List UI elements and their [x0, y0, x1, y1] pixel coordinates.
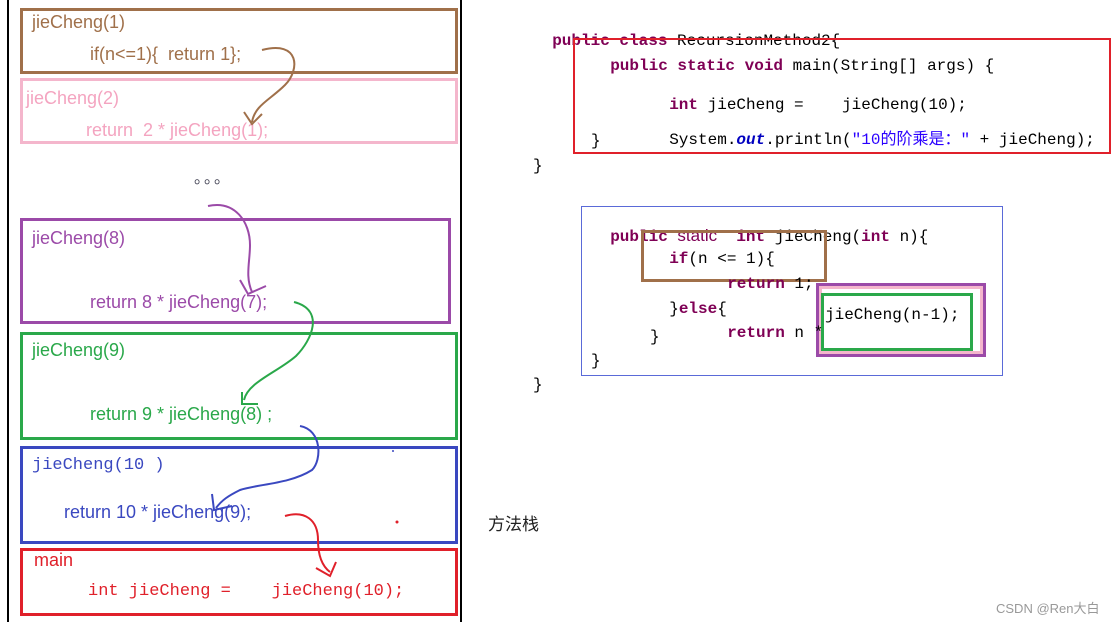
main-method-box [573, 38, 1111, 154]
stack-frame-jiecheng-2 [20, 78, 458, 144]
jiecheng-method-box [581, 206, 1003, 376]
method-param: n){ [899, 228, 929, 246]
frame-header: jieCheng(9) [32, 340, 126, 360]
method-close-brace: } [591, 352, 601, 370]
stack-frame-jiecheng-9 [20, 332, 458, 440]
keyword: return [727, 275, 785, 293]
class-declaration: public class RecursionMethod2{ [533, 14, 840, 50]
base-case-box [641, 230, 827, 282]
outer-close-brace: } [533, 376, 543, 394]
else-line: }else{ [650, 282, 727, 318]
stack-frame-jiecheng-10 [20, 446, 458, 544]
recursive-call: jieCheng(n-1); [825, 306, 960, 324]
frame-body: return 8 * jieCheng(7); [90, 292, 268, 312]
keyword: if [669, 250, 689, 268]
main-signature: public static void main(String[] args) { [591, 39, 994, 75]
keyword: int [861, 228, 890, 246]
stack-ellipsis: 。。。 [194, 170, 233, 187]
return-expression: n * [794, 324, 833, 342]
frame-body: return 2 * jieCheng(1); [86, 120, 269, 140]
stack-frame-jiecheng-8 [20, 218, 451, 324]
return-one-line: return 1; [708, 257, 814, 293]
inner-close-brace: } [650, 328, 660, 346]
recursive-call-inner-box [821, 293, 973, 351]
stack-frame-jiecheng-1 [20, 8, 458, 74]
frame-header: jieCheng(1) [32, 12, 126, 32]
return-recursive-line: return n * [708, 306, 833, 342]
if-condition: (n <= 1){ [688, 250, 775, 268]
assign-rest: jieCheng = jieCheng(10); [707, 96, 967, 114]
frame-body: return 9 * jieCheng(8) ; [90, 404, 273, 424]
main-signature-rest: main(String[] args) { [792, 57, 995, 75]
else-brace: } [669, 300, 679, 318]
frame-header: main [34, 550, 74, 570]
watermark: CSDN @Ren大白 [996, 601, 1100, 616]
main-line-print: System.out.println("10的阶乘是：" + jieCheng)… [650, 107, 1095, 149]
class-close-brace: } [533, 157, 543, 175]
keyword: return [727, 324, 785, 342]
print-string: "10的阶乘是：" [851, 131, 971, 149]
frame-body: if(n<=1){ return 1}; [90, 44, 242, 64]
keyword: public class [552, 32, 668, 50]
keyword: int [669, 96, 699, 114]
stack-caption: 方法栈 [488, 515, 539, 534]
print-prefix: System. [669, 131, 737, 149]
stack-frame-main [20, 548, 458, 616]
print-end: + jieCheng); [970, 131, 1095, 149]
frame-body: int jieCheng = jieCheng(10); [88, 582, 405, 601]
print-call: .println( [765, 131, 852, 149]
keyword: else [678, 300, 718, 318]
main-line-assign: int jieCheng = jieCheng(10); [650, 78, 967, 114]
class-name: RecursionMethod2{ [677, 32, 841, 50]
main-close-brace: } [591, 132, 601, 150]
frame-header: jieCheng(2) [26, 88, 120, 108]
out-field: out [736, 131, 766, 149]
return-value: 1; [794, 275, 814, 293]
else-open: { [717, 300, 727, 318]
frame-header: jieCheng(8) [32, 228, 126, 248]
frame-header: jieCheng(10 ) [32, 456, 165, 475]
stack-right-border [460, 0, 462, 622]
stack-left-border [7, 0, 9, 622]
keyword: public static void [610, 57, 784, 75]
if-line: if(n <= 1){ [650, 232, 775, 268]
